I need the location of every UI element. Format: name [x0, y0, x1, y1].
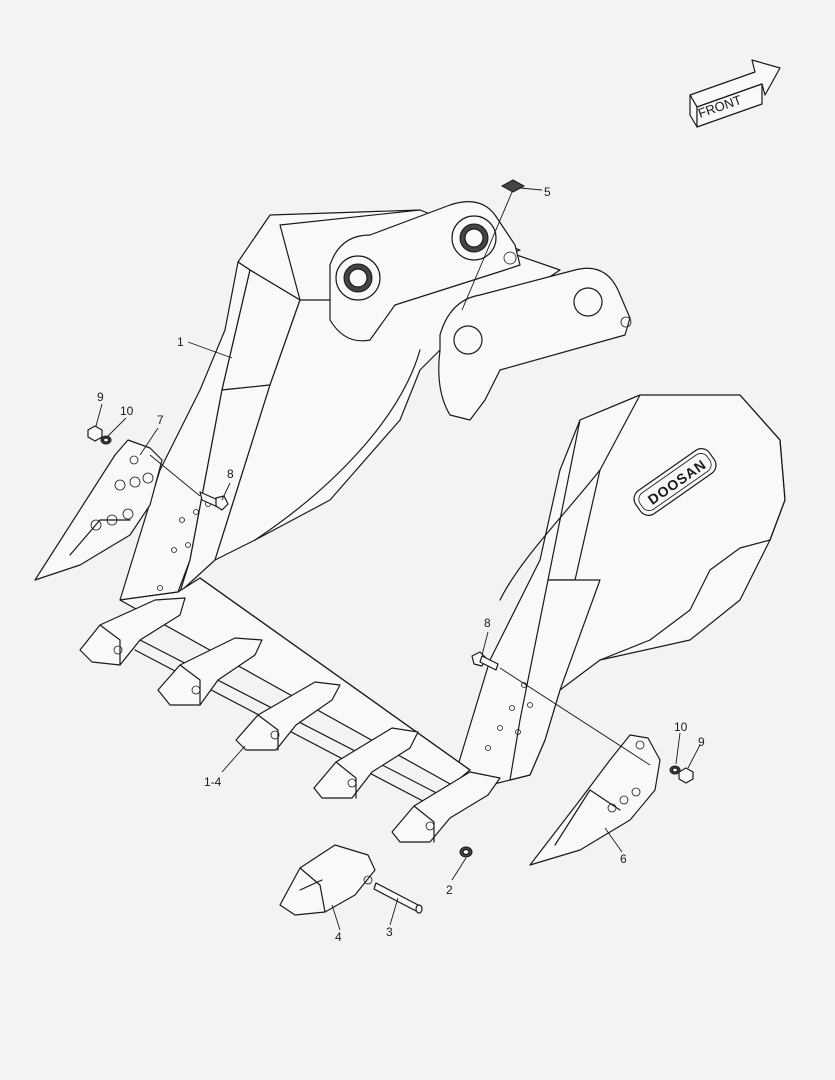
- callout-1: 1: [177, 335, 184, 349]
- decal-part: [500, 179, 526, 193]
- callout-1-4: 1-4: [204, 775, 222, 789]
- callout-9-left: 9: [97, 390, 104, 404]
- callout-3: 3: [386, 925, 393, 939]
- exploded-lock-washer: [459, 846, 473, 858]
- tooth-4: [313, 727, 419, 799]
- callout-9-right: 9: [698, 735, 705, 749]
- left-bolt: [199, 491, 229, 511]
- callout-6: 6: [620, 852, 627, 866]
- exploded-tooth: [279, 844, 376, 916]
- callout-5: 5: [544, 185, 551, 199]
- right-bolt: [471, 651, 499, 671]
- bucket-teeth: [79, 597, 501, 843]
- hitch-plates: [329, 201, 632, 421]
- right-nut: [678, 767, 694, 784]
- exploded-pin: [373, 882, 423, 914]
- left-nut: [87, 425, 103, 442]
- callout-2: 2: [446, 883, 453, 897]
- callout-4: 4: [335, 930, 342, 944]
- left-side-cutter: [34, 439, 163, 581]
- callout-10-left: 10: [120, 404, 134, 418]
- callout-labels: 1 2 3 4 5 6 7 8 8 9 9 10 10 1-4: [97, 185, 705, 944]
- right-washer: [669, 765, 681, 775]
- callout-10-right: 10: [674, 720, 688, 734]
- right-side-cutter: [529, 734, 661, 866]
- tooth-3: [235, 681, 341, 751]
- tooth-2: [157, 637, 263, 706]
- front-direction-arrow: FRONT: [689, 59, 781, 128]
- bucket-body: DOOSAN: [119, 209, 786, 811]
- left-washer: [100, 435, 112, 445]
- callout-7: 7: [157, 413, 164, 427]
- tooth-1: [79, 597, 186, 666]
- tooth-5: [391, 771, 501, 843]
- leader-lines: [95, 187, 701, 931]
- callout-8-right: 8: [484, 616, 491, 630]
- callout-8-left: 8: [227, 467, 234, 481]
